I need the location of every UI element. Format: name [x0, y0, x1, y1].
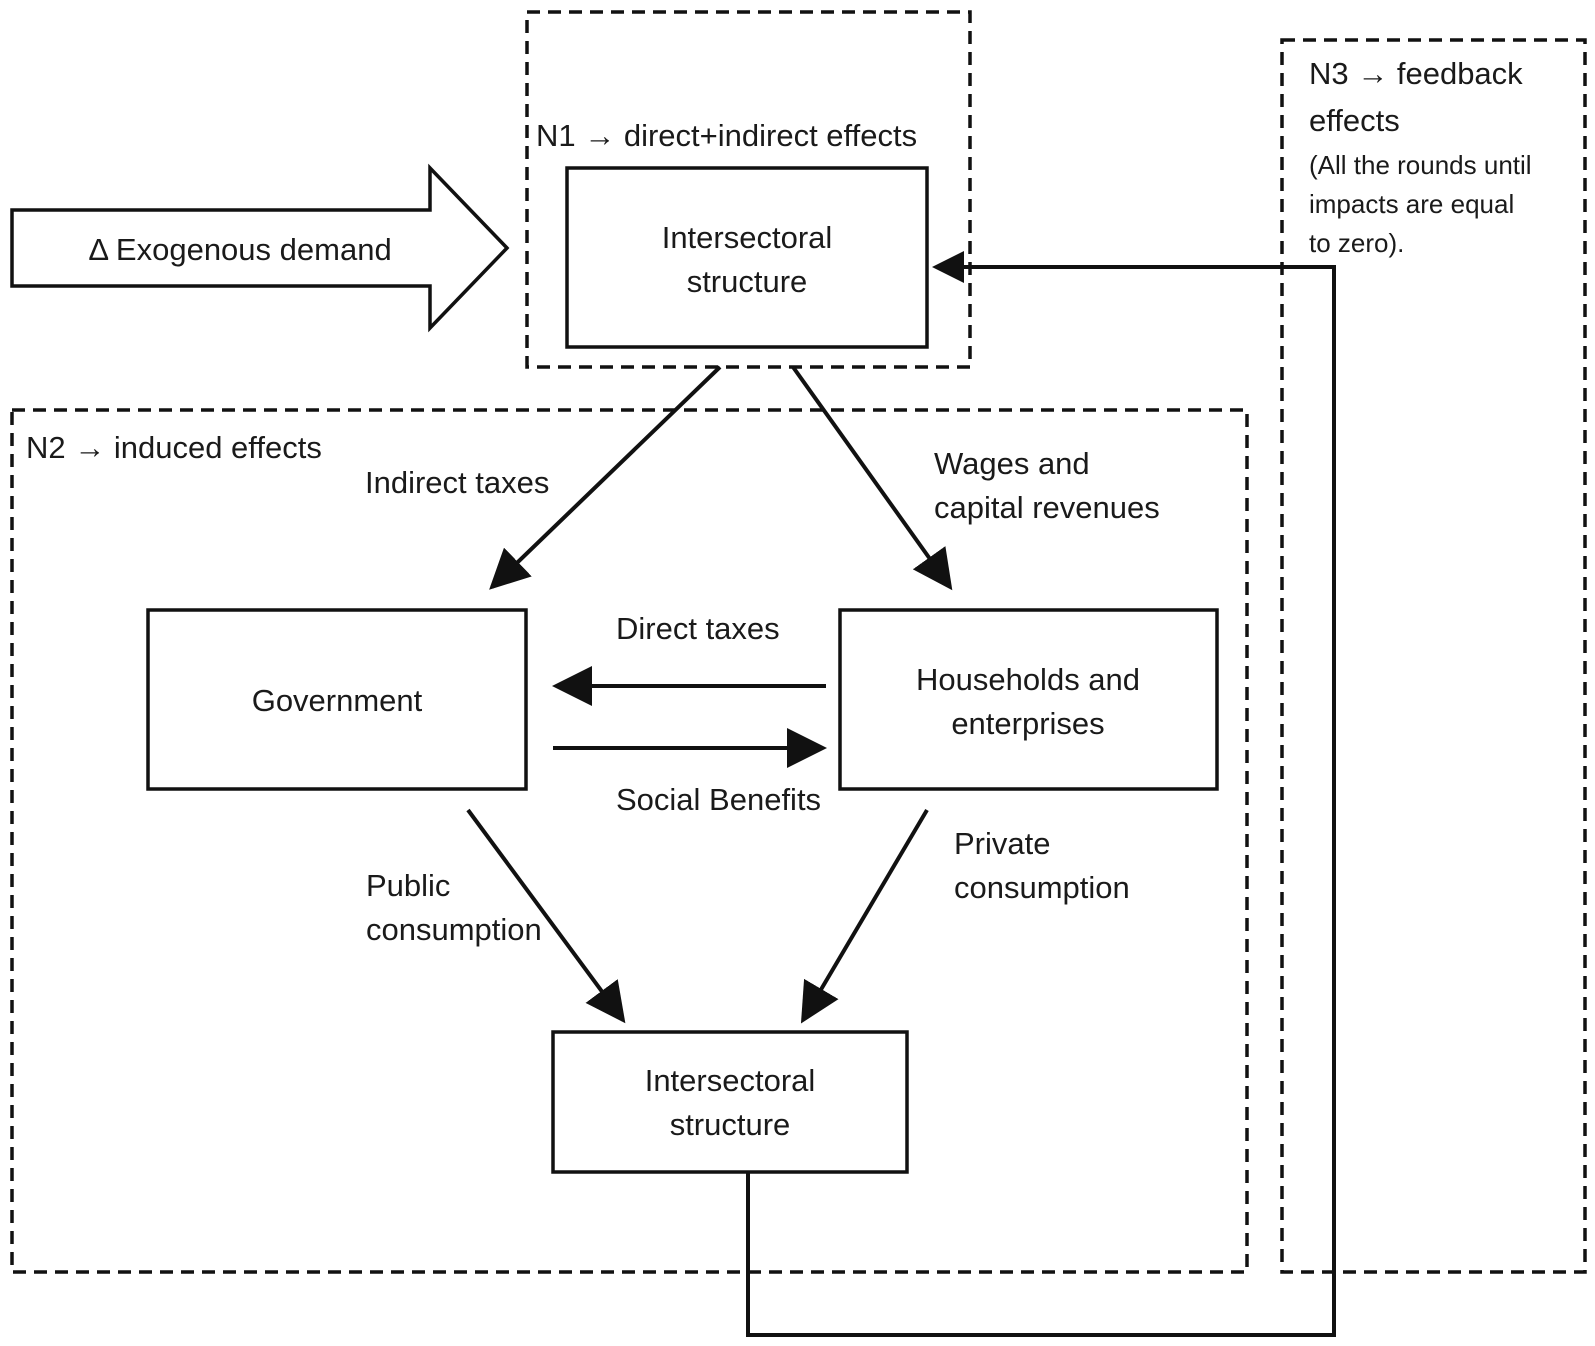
arrow-private-consumption: [800, 808, 929, 1024]
intersectoral-structure-bottom-line2: structure: [670, 1107, 791, 1142]
arrow-wages-capital: [791, 365, 953, 591]
households-line1: Households and: [916, 662, 1140, 697]
zone-n3-note-line2: impacts are equal: [1309, 189, 1514, 219]
zone-n3-note-line1: (All the rounds until: [1309, 150, 1532, 180]
zone-n1-label: N1 → direct+indirect effects: [536, 118, 917, 153]
arrow-public-consumption: [466, 808, 626, 1024]
government-box: [146, 608, 528, 791]
private-consumption-line2: consumption: [954, 870, 1130, 905]
zone-n3-note-line3: to zero).: [1309, 228, 1404, 258]
private-consumption-line1: Private: [954, 826, 1050, 861]
exogenous-demand-label: Δ Exogenous demand: [88, 232, 391, 267]
zone-n3-boundary: [1280, 38, 1587, 1274]
zone-n3-label-line2: effects: [1309, 103, 1400, 138]
arrow-indirect-taxes: [489, 365, 722, 590]
zone-n1-boundary: [525, 10, 972, 369]
indirect-taxes-label: Indirect taxes: [365, 465, 549, 500]
public-consumption-line2: consumption: [366, 912, 542, 947]
intersectoral-structure-bottom-box: [551, 1030, 909, 1174]
wages-label-line1: Wages and: [934, 446, 1090, 481]
public-consumption-line1: Public: [366, 868, 450, 903]
households-line2: enterprises: [951, 706, 1104, 741]
government-label: Government: [252, 683, 423, 718]
exogenous-demand-arrow: [10, 163, 510, 333]
zone-n2-boundary: [10, 408, 1249, 1274]
intersectoral-structure-top-line2: structure: [687, 264, 808, 299]
zone-n2-label: N2 → induced effects: [26, 430, 322, 465]
direct-taxes-label: Direct taxes: [616, 611, 780, 646]
wages-label-line2: capital revenues: [934, 490, 1160, 525]
households-box: [838, 608, 1219, 791]
intersectoral-structure-bottom-line1: Intersectoral: [645, 1063, 816, 1098]
social-benefits-label: Social Benefits: [616, 782, 821, 817]
intersectoral-structure-top-box: [565, 166, 929, 349]
intersectoral-structure-top-line1: Intersectoral: [662, 220, 833, 255]
zone-n3-label-line1: N3 → feedback: [1309, 56, 1523, 91]
feedback-loop-arrow: [746, 251, 1336, 1337]
